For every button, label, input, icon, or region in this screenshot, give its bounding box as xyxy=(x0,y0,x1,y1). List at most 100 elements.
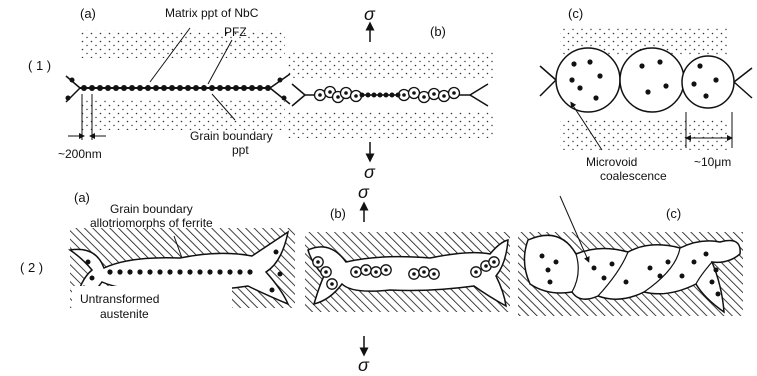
precipitate-dot xyxy=(639,63,644,68)
microvoid xyxy=(682,56,734,108)
stress-symbol-top: σ xyxy=(358,182,370,202)
precipitate-dot xyxy=(278,78,283,83)
panel-1c-label: (c) xyxy=(568,6,583,21)
precipitate-dot xyxy=(716,292,721,297)
precipitate-dot xyxy=(167,269,172,274)
matrix-precipitate-region xyxy=(80,30,285,58)
precipitate-dot xyxy=(657,59,662,64)
precipitate-dot xyxy=(412,272,416,276)
precipitate-dot xyxy=(602,276,607,281)
panel-2c: (c) xyxy=(518,196,743,316)
precipitate-dot xyxy=(318,93,322,97)
panel-1c: (c) ~10μm Microvoid coalescence xyxy=(540,6,752,183)
panel-1a: (a) Matrix ppt of NbC PFZ ~200nm Grain b… xyxy=(58,6,290,161)
row-2-label: ( 2 ) xyxy=(20,260,43,275)
precipitate-dot xyxy=(593,95,598,100)
panel-1b-label: (b) xyxy=(430,24,446,39)
precipitate-dot xyxy=(278,272,283,277)
precipitate-dot xyxy=(105,85,111,91)
precipitate-dot xyxy=(680,274,685,279)
precipitate-dot xyxy=(324,270,328,274)
precipitate-dot xyxy=(713,77,718,82)
precipitate-dot xyxy=(187,269,192,274)
precipitate-dot xyxy=(577,85,582,90)
precipitate-dot xyxy=(390,93,395,98)
scale-label-200nm: ~200nm xyxy=(58,147,102,161)
precipitate-dot xyxy=(548,280,553,285)
precipitate-dot xyxy=(185,85,191,91)
precipitate-dot xyxy=(270,288,275,293)
pfz-label: PFZ xyxy=(224,25,247,39)
precipitate-dot xyxy=(147,269,152,274)
precipitate-dot xyxy=(360,93,365,98)
stress-symbol-top: σ xyxy=(364,4,376,24)
austenite-label-line1: Untransformed xyxy=(80,292,159,306)
precipitate-dot xyxy=(89,85,95,91)
precipitate-dot xyxy=(241,85,247,91)
precipitate-dot xyxy=(209,85,215,91)
microvoids-around-precipitates xyxy=(315,87,460,103)
precipitate-dot xyxy=(86,260,91,265)
precipitate-dot xyxy=(546,268,551,273)
precipitate-dot xyxy=(328,90,332,94)
precipitate-dot xyxy=(384,93,389,98)
precipitate-dot xyxy=(554,260,559,265)
precipitate-dot xyxy=(571,61,576,66)
precipitate-dot xyxy=(145,85,151,91)
precipitate-dot xyxy=(153,85,159,91)
precipitate-dot xyxy=(336,95,340,99)
precipitate-dot xyxy=(113,85,119,91)
precipitate-dot xyxy=(344,91,348,95)
precipitate-dot xyxy=(540,254,545,259)
precipitate-dot xyxy=(217,269,222,274)
precipitate-dot xyxy=(97,85,103,91)
precipitate-dot xyxy=(569,77,574,82)
precipitate-dot xyxy=(247,269,252,274)
scale-label-10um: ~10μm xyxy=(694,155,731,169)
precipitate-dot xyxy=(432,272,436,276)
precipitate-dot xyxy=(364,268,368,272)
precipitate-dot xyxy=(137,269,142,274)
matrix-ppt-label: Matrix ppt of NbC xyxy=(165,6,259,20)
precipitate-dot xyxy=(442,94,446,98)
microvoid-label-line1: Microvoid xyxy=(586,155,637,169)
precipitate-dot xyxy=(233,85,239,91)
precipitate-dot xyxy=(207,269,212,274)
precipitate-dot xyxy=(177,269,182,274)
precipitate-dot xyxy=(354,94,358,98)
precipitate-dot xyxy=(330,282,334,286)
precipitate-dot xyxy=(177,85,183,91)
precipitate-dot xyxy=(169,85,175,91)
precipitate-dot xyxy=(121,85,127,91)
stress-symbol-bottom: σ xyxy=(364,162,376,182)
precipitate-dot xyxy=(117,269,122,274)
precipitate-dot xyxy=(587,59,592,64)
precipitate-dot xyxy=(157,269,162,274)
precipitate-dot xyxy=(316,260,320,264)
precipitate-dot xyxy=(257,85,263,91)
matrix-precipitate-region xyxy=(80,100,285,130)
precipitate-dot xyxy=(265,85,271,91)
precipitate-dot xyxy=(452,91,456,95)
precipitate-dot xyxy=(354,270,358,274)
precipitate-dot xyxy=(237,269,242,274)
precipitate-dot xyxy=(597,73,602,78)
precipitate-dot xyxy=(645,89,650,94)
precipitate-dot xyxy=(225,85,231,91)
precipitate-dot xyxy=(274,250,279,255)
precipitate-dot xyxy=(161,85,167,91)
allotriomorph-label-line1: Grain boundary xyxy=(110,202,193,216)
panel-2a-label: (a) xyxy=(74,190,90,205)
precipitate-dot xyxy=(70,78,75,83)
precipitate-dot xyxy=(378,93,383,98)
precipitate-dot xyxy=(492,260,496,264)
matrix-precipitate-region xyxy=(288,112,493,138)
precipitate-dot xyxy=(691,81,696,86)
precipitate-dot xyxy=(193,85,199,91)
precipitate-dot xyxy=(374,270,378,274)
precipitate-dot xyxy=(663,83,668,88)
microvoid-label-line2: coalescence xyxy=(600,169,667,183)
microvoid xyxy=(620,48,684,112)
precipitate-dot xyxy=(658,274,663,279)
precipitate-dot xyxy=(129,85,135,91)
